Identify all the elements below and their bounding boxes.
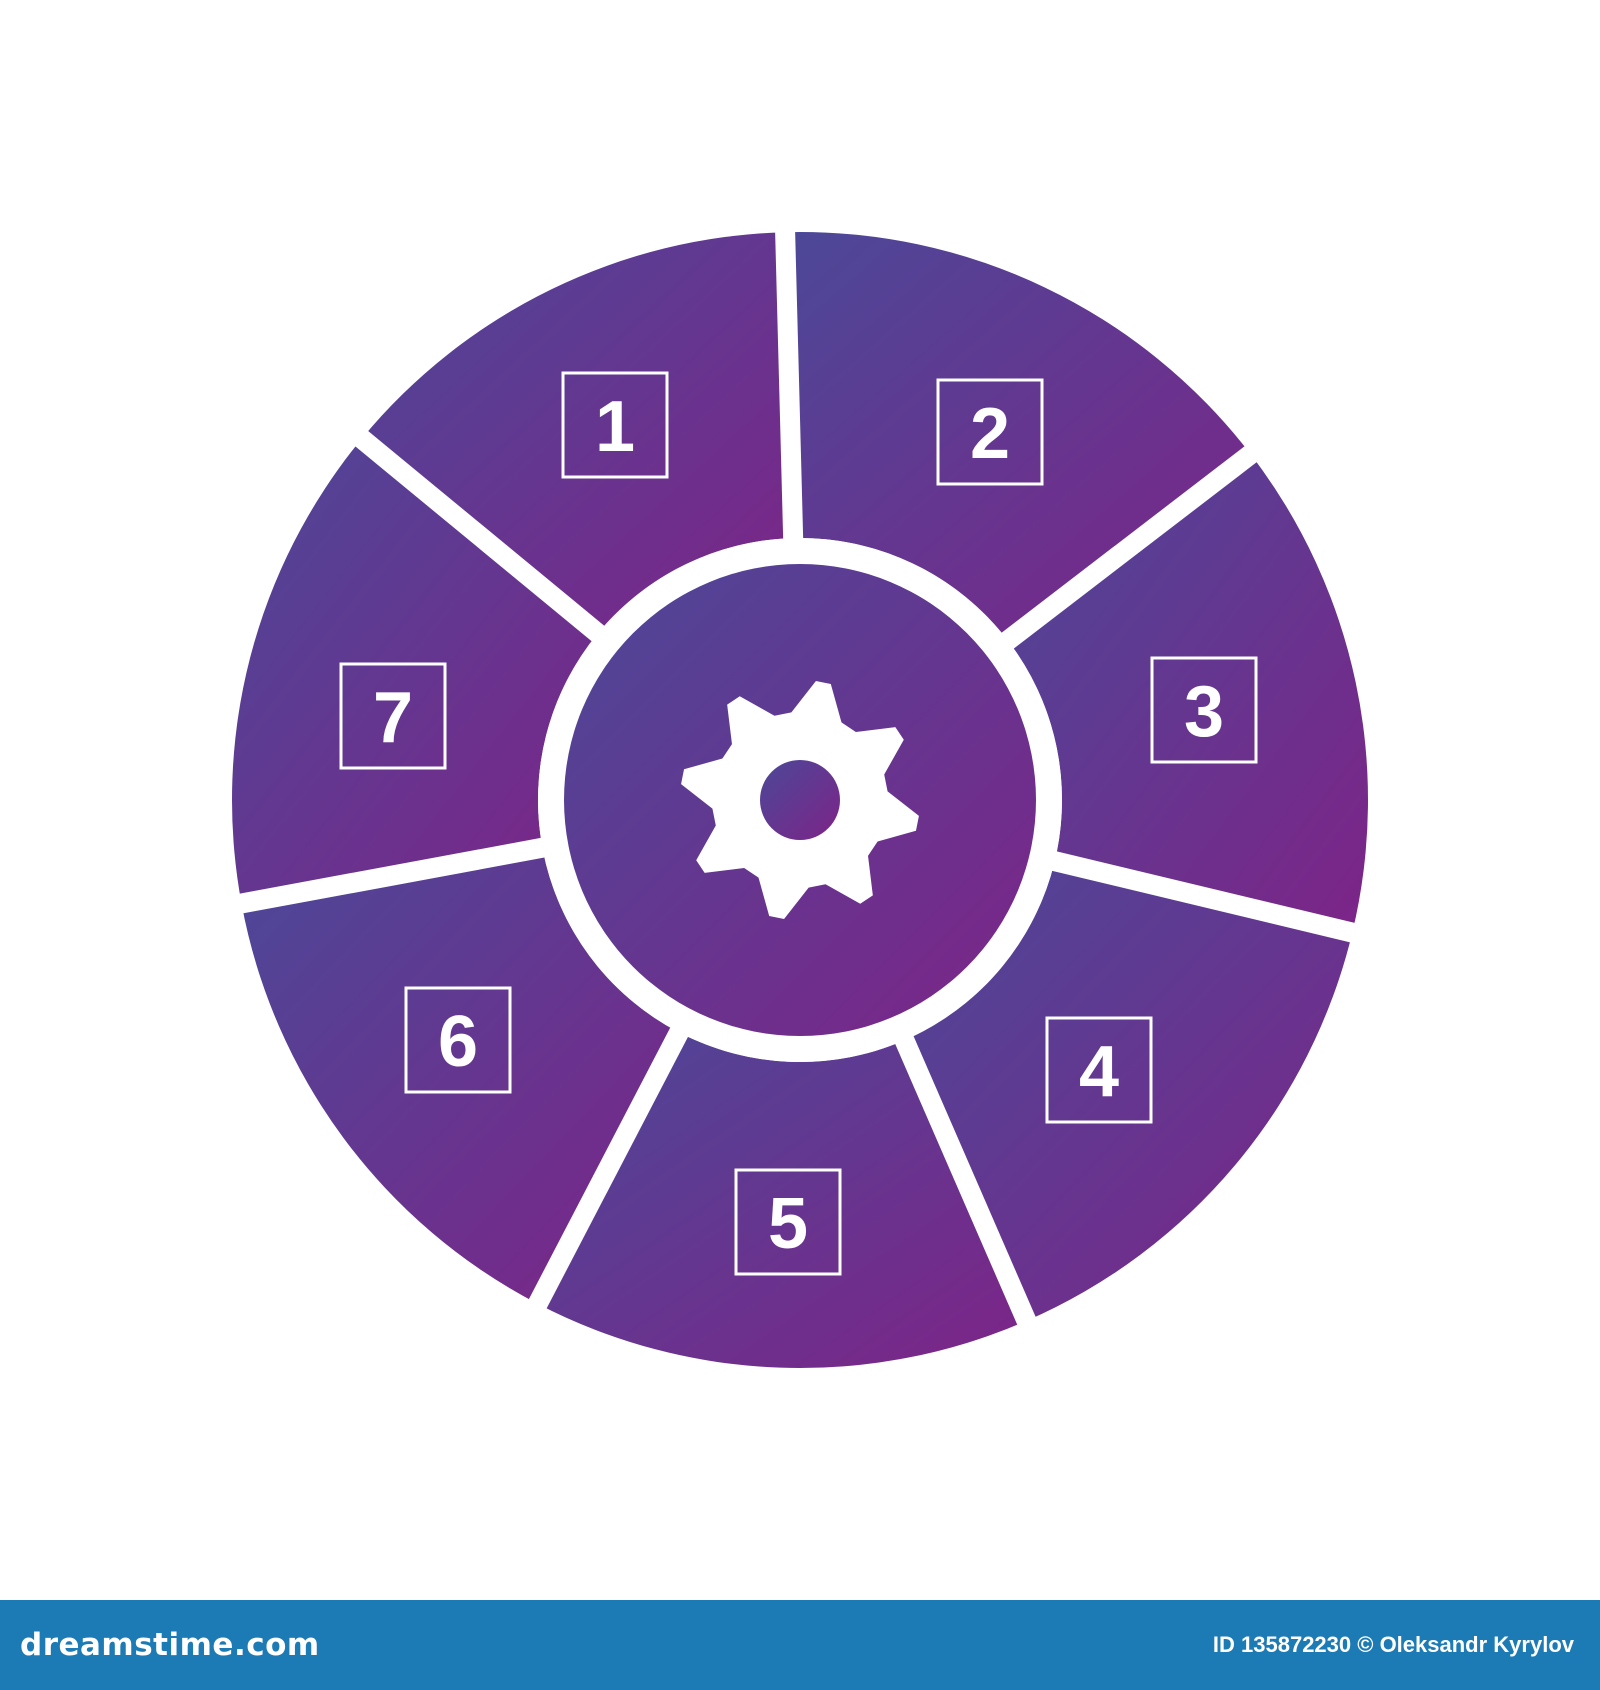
- footer-bar: dreamstime.com ID 135872230 © Oleksandr …: [0, 1600, 1600, 1690]
- wheel: [231, 225, 1368, 1368]
- segment-number: 4: [1079, 1032, 1119, 1112]
- segment-divider: [997, 442, 1262, 652]
- segment-number: 1: [595, 387, 635, 467]
- wheel-segment-7: [361, 232, 794, 634]
- spiral-icon: [1218, 1538, 1282, 1602]
- spiral-icon: [318, 38, 382, 102]
- label-box: [404, 986, 512, 1094]
- wheel-segment-4: [537, 1032, 1027, 1368]
- gear-hole: [760, 760, 840, 840]
- watermark-text: dreamstime: [1507, 1239, 1600, 1345]
- label-box: [561, 371, 669, 479]
- wheel-segment-5: [241, 847, 680, 1304]
- spiral-icon: [18, 338, 82, 402]
- spiral-icon: [1218, 338, 1282, 402]
- segment-number: 2: [970, 394, 1010, 474]
- spiral-icon: [1518, 38, 1582, 102]
- spiral-icon: [18, 1538, 82, 1602]
- segment-divider: [526, 1023, 691, 1314]
- label-box: [734, 1168, 842, 1276]
- spiral-icon: [318, 1238, 382, 1302]
- label-box: [1150, 656, 1258, 764]
- segment-label-5: 5: [734, 1168, 842, 1276]
- segment-label-2: 2: [936, 378, 1044, 486]
- footer-site-name: dreamstime.com: [20, 1627, 320, 1663]
- segment-number: 5: [768, 1184, 808, 1264]
- segment-number: 6: [438, 1002, 478, 1082]
- wheel-segment-6: [231, 438, 598, 904]
- segment-number: 3: [1184, 672, 1224, 752]
- spiral-icon: [18, 938, 82, 1002]
- segment-divider: [233, 837, 550, 915]
- segment-labels: 1 2 3 4 5 6 7: [339, 371, 1258, 1276]
- spiral-icon: [1518, 1238, 1582, 1302]
- segment-label-7: 7: [339, 662, 447, 770]
- segment-divider: [350, 427, 609, 645]
- segment-label-3: 3: [1150, 656, 1258, 764]
- spiral-icon: [918, 38, 982, 102]
- segment-divider: [1047, 850, 1361, 944]
- center-hub: [538, 538, 1062, 1062]
- segment-divider: [893, 1031, 1039, 1331]
- watermark-text: dreamstime: [1507, 639, 1600, 745]
- segment-label-1: 1: [561, 371, 669, 479]
- segment-label-4: 4: [1045, 1016, 1153, 1124]
- segment-number: 7: [373, 678, 413, 758]
- label-box: [1045, 1016, 1153, 1124]
- spiral-icon: [1518, 638, 1582, 702]
- wheel-segment-3: [904, 861, 1353, 1321]
- label-box: [339, 662, 447, 770]
- footer-credit: ID 135872230 © Oleksandr Kyrylov: [1212, 1632, 1574, 1657]
- gear-icon: [681, 681, 919, 919]
- segment-label-6: 6: [404, 986, 512, 1094]
- watermark-text: dreamstime: [1507, 39, 1600, 145]
- label-box: [936, 378, 1044, 486]
- segment-divider: [774, 225, 804, 544]
